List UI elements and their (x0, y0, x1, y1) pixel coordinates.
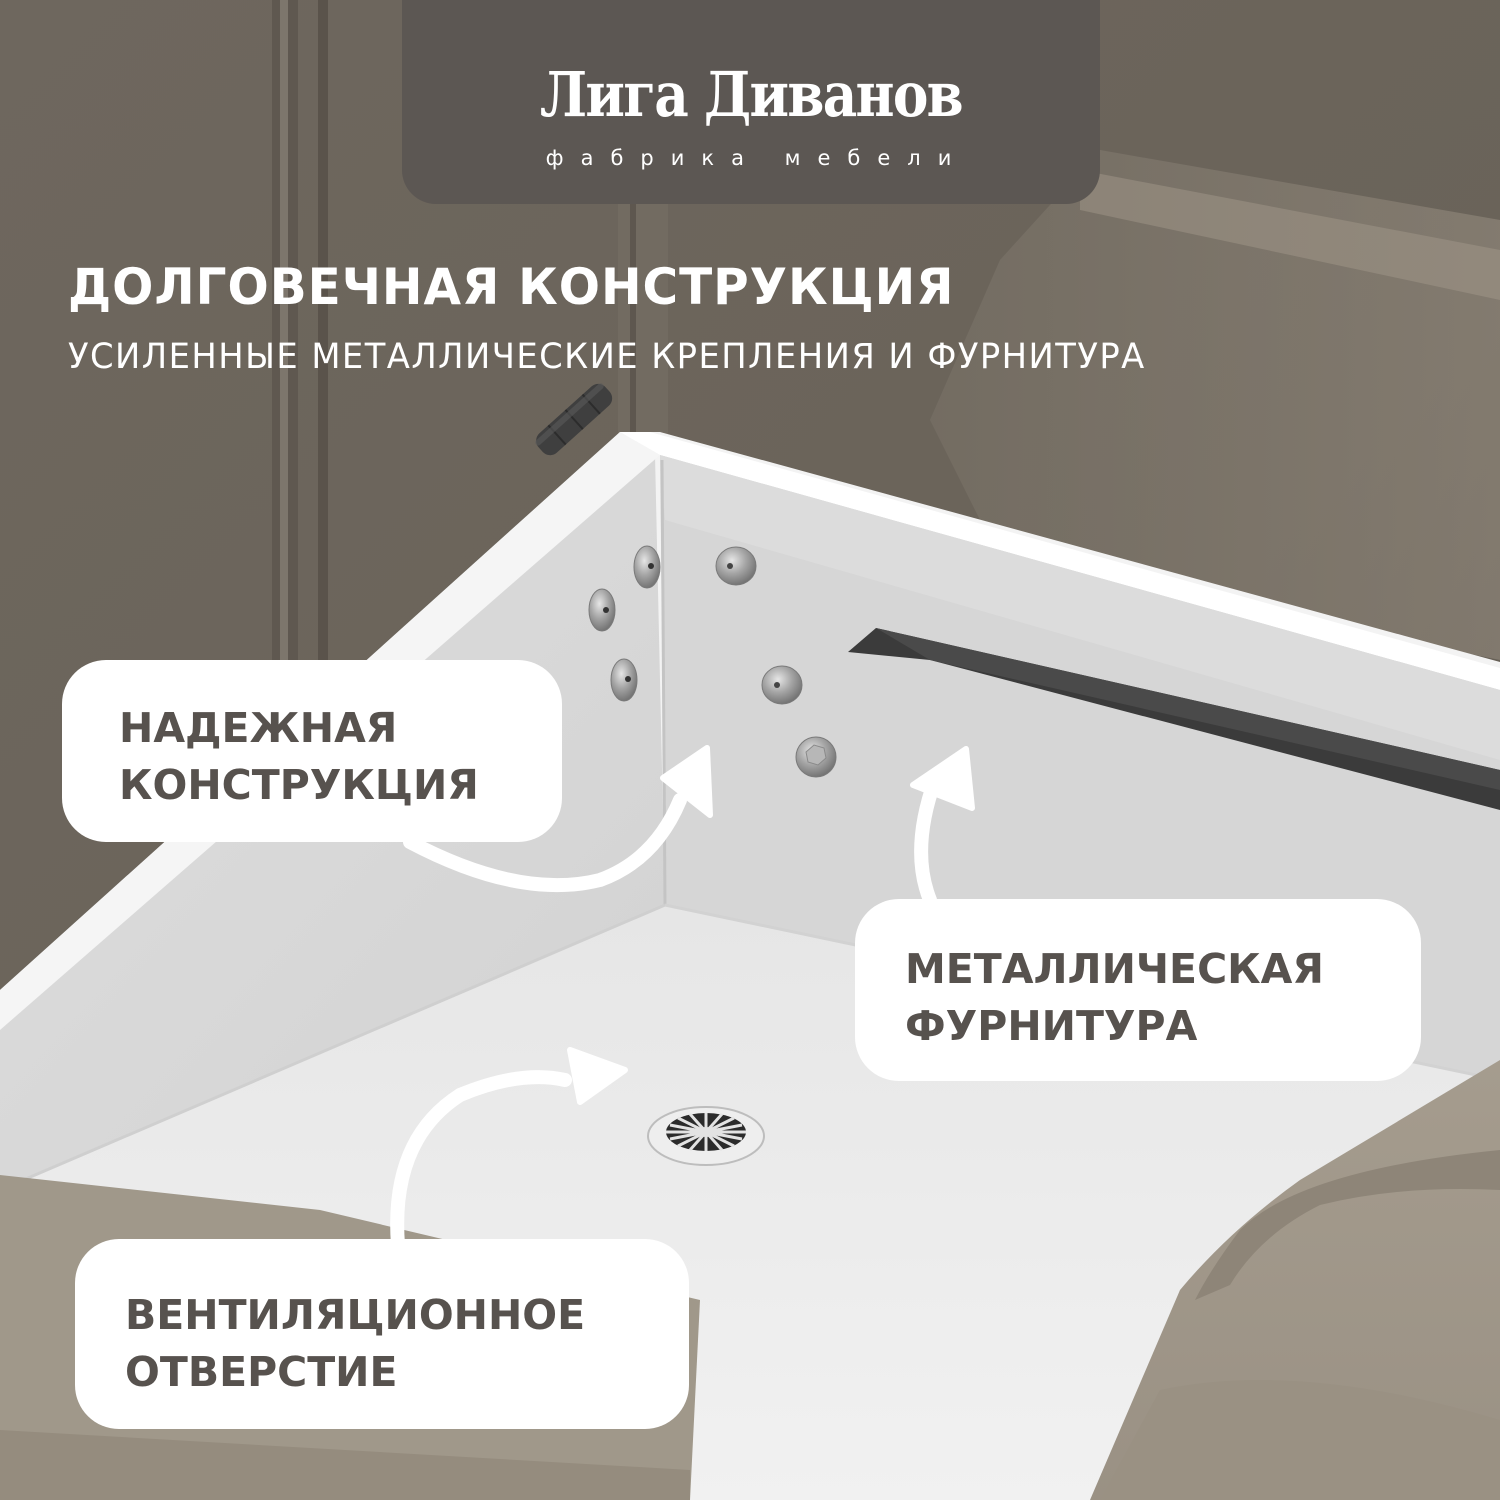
hinge (535, 383, 613, 456)
callout-line: ФУРНИТУРА (905, 1002, 1198, 1050)
callout-metal-hardware: МЕТАЛЛИЧЕСКАЯ ФУРНИТУРА (855, 899, 1421, 1081)
callout-line: КОНСТРУКЦИЯ (119, 761, 479, 809)
callout-reliable-construction: НАДЕЖНАЯ КОНСТРУКЦИЯ (62, 660, 562, 842)
brand-logo-badge: Лига Диванов фабрика мебели (402, 0, 1100, 204)
brand-tagline: фабрика мебели (545, 146, 969, 170)
brand-name: Лига Диванов (539, 58, 964, 131)
page-subtitle: УСИЛЕННЫЕ МЕТАЛЛИЧЕСКИЕ КРЕПЛЕНИЯ И ФУРН… (68, 337, 1146, 377)
callout-line: ОТВЕРСТИЕ (125, 1348, 398, 1396)
callout-line: ВЕНТИЛЯЦИОННОЕ (125, 1291, 586, 1339)
callout-ventilation-hole: ВЕНТИЛЯЦИОННОЕ ОТВЕРСТИЕ (75, 1239, 689, 1429)
callout-line: МЕТАЛЛИЧЕСКАЯ (905, 945, 1324, 993)
vent-grille (647, 1106, 765, 1166)
callout-line: НАДЕЖНАЯ (119, 704, 398, 752)
page-title: ДОЛГОВЕЧНАЯ КОНСТРУКЦИЯ (68, 258, 955, 316)
